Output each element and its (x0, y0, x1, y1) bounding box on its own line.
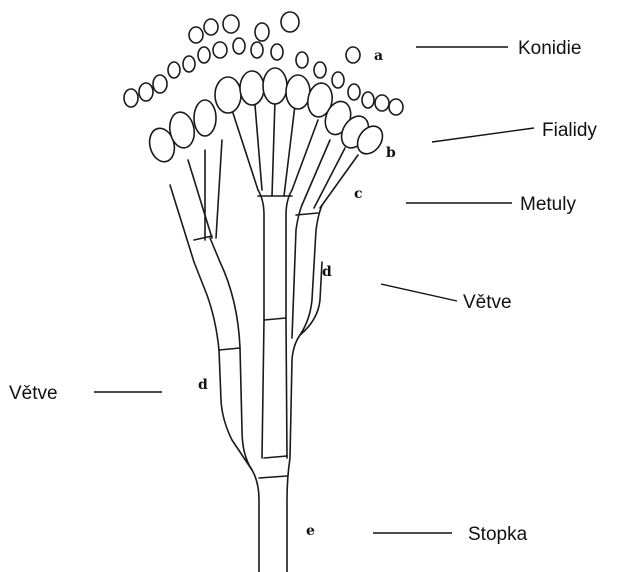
marker-e: e (306, 523, 315, 539)
leader-fialidy (432, 128, 534, 142)
leader-vetve-right (381, 284, 457, 301)
label-vetve-right: Větve (463, 292, 512, 313)
conidia (124, 12, 403, 115)
central-branch (258, 190, 292, 458)
label-konidie: Konidie (518, 38, 581, 59)
phialides (146, 68, 388, 165)
right-branch (292, 205, 322, 338)
label-metuly: Metuly (520, 194, 576, 215)
left-branch (194, 236, 252, 470)
label-stopka: Stopka (468, 524, 528, 545)
marker-d-right: d (322, 264, 332, 280)
stipe (194, 262, 322, 572)
marker-a: a (374, 48, 383, 64)
marker-c: c (354, 186, 363, 202)
label-fialidy: Fialidy (542, 120, 597, 141)
marker-d-left: d (198, 377, 208, 393)
marker-b: b (386, 145, 396, 161)
label-vetve-left: Větve (9, 383, 58, 404)
